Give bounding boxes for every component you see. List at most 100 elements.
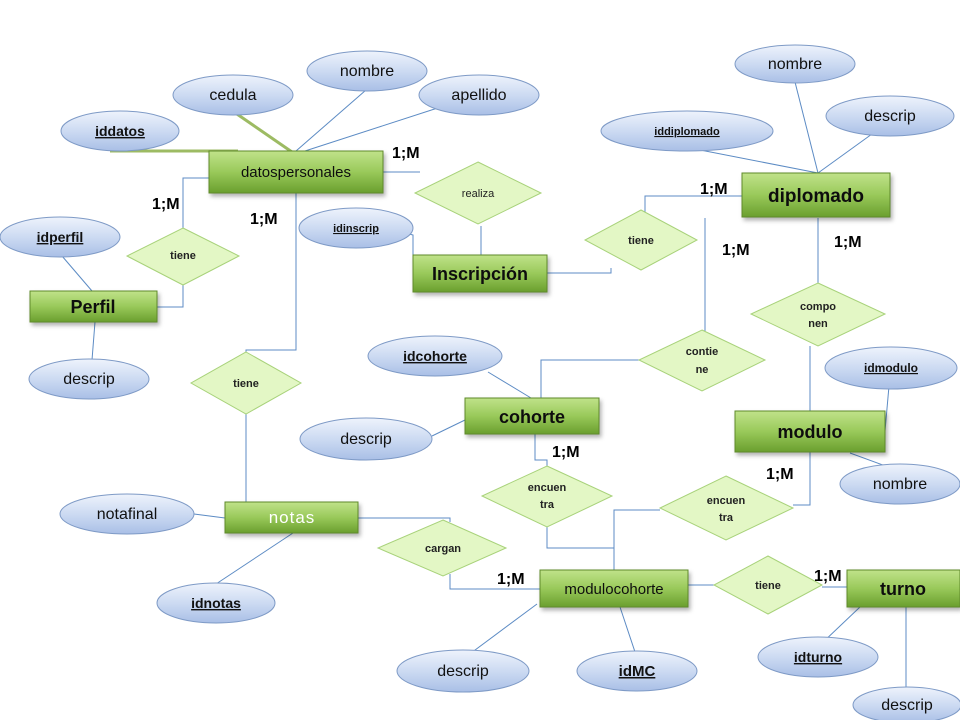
attribute-descrip-cohorte: descrip: [299, 417, 433, 461]
attribute-descrip-turno: descrip: [852, 686, 960, 720]
line-nombre: [295, 89, 367, 152]
line-cargan-modulocohorte: [449, 574, 540, 590]
attribute-idnotas: idnotas: [156, 582, 276, 624]
line-cohorte-descrip: [431, 419, 466, 437]
relationship-encuentra-modulo-label-1: encuen: [707, 495, 746, 507]
attribute-idcohorte: idcohorte: [367, 335, 503, 377]
line-cohorte-encuentra: [534, 434, 548, 466]
attribute-idinscrip-label: idinscrip: [333, 223, 379, 235]
relationship-tiene-inscripcion-label: tiene: [628, 235, 654, 247]
cardinality-datos-realiza: 1;M: [392, 145, 420, 162]
attribute-idmc-label: idMC: [619, 663, 656, 680]
attribute-idperfil: idperfil: [0, 216, 121, 258]
relationship-encuentra-modulo-label-2: tra: [719, 512, 734, 524]
attribute-iddatos: iddatos: [60, 110, 180, 152]
relationship-contiene-label-1: contie: [686, 346, 718, 358]
relationship-componen-label-2: nen: [808, 318, 828, 330]
cardinality-cargan-modulocohorte: 1;M: [497, 571, 525, 588]
relationship-realiza-label: realiza: [462, 188, 495, 200]
line-datos-tiene-notas: [245, 193, 297, 352]
line-idmodulo: [884, 385, 890, 432]
entity-datospersonales-label: datospersonales: [241, 164, 351, 181]
attribute-nombre-modulo: nombre: [839, 463, 960, 505]
attribute-idperfil-label: idperfil: [37, 229, 84, 245]
relationship-tiene-notas-label: tiene: [233, 378, 259, 390]
cardinality-diplomado-contiene: 1;M: [722, 242, 750, 259]
line-idnotas: [215, 532, 294, 585]
attribute-cedula: cedula: [172, 74, 294, 116]
relationship-encuentra-cohorte-label-2: tra: [540, 499, 555, 511]
line-nombre-diplomado: [794, 81, 819, 174]
line-mc-descrip: [466, 603, 538, 657]
attribute-nombre-diplomado: nombre: [734, 44, 856, 84]
attribute-notafinal: notafinal: [59, 493, 195, 535]
attribute-descrip-modulocohorte: descrip: [396, 649, 530, 693]
line-inscripcion-tiene: [547, 268, 612, 274]
attribute-idmodulo: idmodulo: [824, 346, 958, 390]
cardinality-tiene-turno: 1;M: [814, 568, 842, 585]
relationship-cargan-label: cargan: [425, 543, 461, 555]
relationship-contiene: contie ne: [637, 329, 767, 392]
attribute-nombre-datos: nombre: [306, 50, 428, 92]
attribute-descrip-diplomado: descrip: [825, 95, 955, 137]
entity-diplomado-label: diplomado: [768, 186, 864, 207]
entity-datospersonales: datospersonales: [208, 150, 384, 194]
line-encuentra-mc: [613, 509, 660, 570]
attribute-idnotas-label: idnotas: [191, 595, 241, 611]
attribute-idmc: idMC: [576, 650, 698, 692]
entity-turno-label: turno: [880, 579, 926, 599]
attribute-descrip-cohorte-label: descrip: [340, 431, 392, 448]
attribute-iddiplomado-label: iddiplomado: [654, 126, 720, 138]
cardinality-labels: 1;M 1;M 1;M 1;M 1;M 1;M 1;M 1;M 1;M 1;M: [152, 145, 862, 588]
line-descrip-diplomado: [817, 133, 873, 174]
relationship-tiene-notas: tiene: [189, 351, 303, 415]
line-idperfil: [61, 255, 93, 292]
line-encuentra-modulocohorte: [546, 526, 615, 570]
line-modulo-encuentra: [793, 452, 811, 506]
attribute-apellido: apellido: [418, 74, 540, 116]
relationship-contiene-label-2: ne: [696, 364, 709, 376]
entity-perfil: Perfil: [29, 290, 158, 323]
relationship-componen-label-1: compo: [800, 301, 836, 313]
attribute-descrip-turno-label: descrip: [881, 697, 933, 714]
attribute-idcohorte-label: idcohorte: [403, 348, 467, 364]
cardinality-diplomado-componen: 1;M: [834, 234, 862, 251]
relationship-encuentra-modulo: encuen tra: [658, 475, 795, 541]
attribute-nombre-diplomado-label: nombre: [768, 56, 822, 73]
attribute-descrip-perfil-label: descrip: [63, 371, 115, 388]
line-iddiplomado: [689, 147, 819, 174]
line-notas-cargan: [358, 517, 451, 522]
attribute-apellido-label: apellido: [451, 87, 506, 104]
cardinality-datos-notas: 1;M: [250, 211, 278, 228]
line-contiene-cohorte: [540, 359, 642, 398]
relationship-realiza: realiza: [413, 161, 543, 225]
line-idcohorte: [487, 371, 532, 399]
line-idmc: [619, 606, 637, 656]
cardinality-datos-perfil: 1;M: [152, 196, 180, 213]
relationship-cargan: cargan: [376, 519, 508, 577]
attribute-iddatos-label: iddatos: [95, 123, 145, 139]
connector-lines: [61, 81, 907, 688]
relationship-tiene-perfil: tiene: [125, 227, 241, 286]
entities: datospersonales diplomado Inscripción Pe…: [29, 150, 960, 608]
entity-cohorte-label: cohorte: [499, 407, 565, 427]
entity-modulo-label: modulo: [778, 422, 843, 442]
entity-modulocohorte: modulocohorte: [539, 569, 689, 608]
entity-inscripcion-label: Inscripción: [432, 264, 528, 284]
relationship-encuentra-cohorte-label-1: encuen: [528, 482, 567, 494]
entity-modulo: modulo: [734, 410, 886, 453]
entity-modulocohorte-label: modulocohorte: [564, 581, 663, 598]
relationship-encuentra-cohorte: encuen tra: [480, 465, 614, 528]
entity-turno: turno: [846, 569, 960, 608]
attribute-nombre-modulo-label: nombre: [873, 476, 927, 493]
line-tiene-perfil: [157, 283, 184, 308]
attribute-descrip-perfil: descrip: [28, 358, 150, 400]
attribute-iddiplomado: iddiplomado: [600, 110, 774, 152]
relationship-tiene-inscripcion: tiene: [583, 209, 699, 271]
attribute-idturno-label: idturno: [794, 649, 842, 665]
cardinality-diplomado-tiene: 1;M: [700, 181, 728, 198]
relationship-tiene-turno: tiene: [712, 555, 824, 615]
relationships: realiza tiene tiene compo nen contie ne …: [125, 161, 887, 615]
attribute-idinscrip: idinscrip: [298, 207, 414, 249]
line-datos-tiene-perfil: [182, 177, 209, 228]
